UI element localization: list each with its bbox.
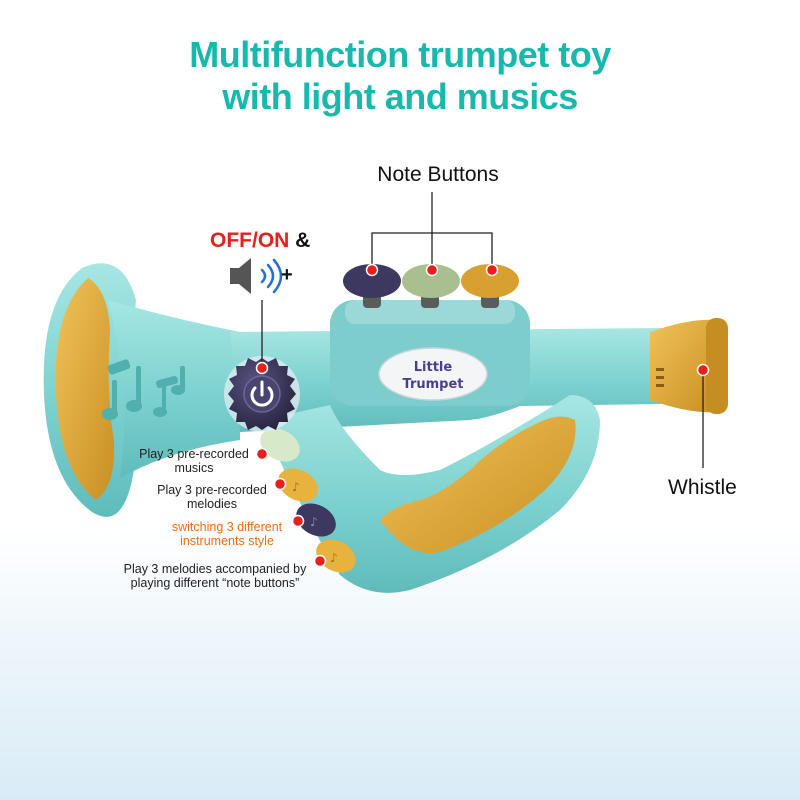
speaker-icon [230, 258, 251, 294]
desc-note-buttons-line-2: playing different “note buttons” [130, 575, 300, 590]
volume-plus-label: + [281, 264, 293, 286]
desc-melodies-line-1: Play 3 pre-recorded [157, 483, 267, 497]
note-buttons-label: Note Buttons [377, 163, 499, 186]
note-button-1 [343, 264, 401, 298]
note-button-3 [461, 264, 519, 298]
svg-text:♪: ♪ [292, 480, 300, 494]
desc-musics-line-1: Play 3 pre-recorded [139, 447, 249, 461]
grip-insert [380, 416, 576, 554]
off-on-text: OFF/ON [210, 229, 290, 252]
side-buttons: ♪ ♪ ♪ [260, 428, 356, 573]
desc-instruments-line-1: switching 3 different [171, 520, 283, 534]
indicator-dots [255, 263, 710, 568]
desc-musics: Play 3 pre-recorded musics [132, 447, 256, 475]
svg-text:♪: ♪ [310, 515, 318, 529]
logo-line-2: Trumpet [403, 377, 464, 392]
headline-line-1: Multifunction trumpet toy [189, 34, 611, 75]
desc-musics-line-2: musics [174, 460, 214, 475]
desc-instruments: switching 3 different instruments style [164, 520, 290, 548]
note-button-2 [402, 264, 460, 298]
whistle-mouthpiece [650, 318, 728, 414]
power-icon [250, 380, 274, 407]
logo-plate [378, 347, 488, 401]
desc-melodies: Play 3 pre-recorded melodies [150, 483, 274, 511]
whistle-label: Whistle [668, 476, 737, 499]
ampersand-text: & [295, 229, 311, 252]
logo-line-1: Little [414, 360, 453, 375]
desc-note-buttons: Play 3 melodies accompanied by playing d… [116, 562, 314, 590]
sound-waves-icon [260, 258, 283, 294]
desc-instruments-line-2: instruments style [180, 533, 274, 548]
headline-line-2: with light and musics [222, 76, 578, 117]
desc-melodies-line-2: melodies [186, 496, 238, 511]
callout-lines [261, 192, 704, 468]
svg-text:♪: ♪ [330, 551, 338, 565]
trumpet-bell [43, 263, 240, 517]
desc-note-buttons-line-1: Play 3 melodies accompanied by [123, 562, 307, 576]
music-notes-icon [102, 359, 185, 420]
off-on-label: OFF/ON & [210, 229, 310, 253]
